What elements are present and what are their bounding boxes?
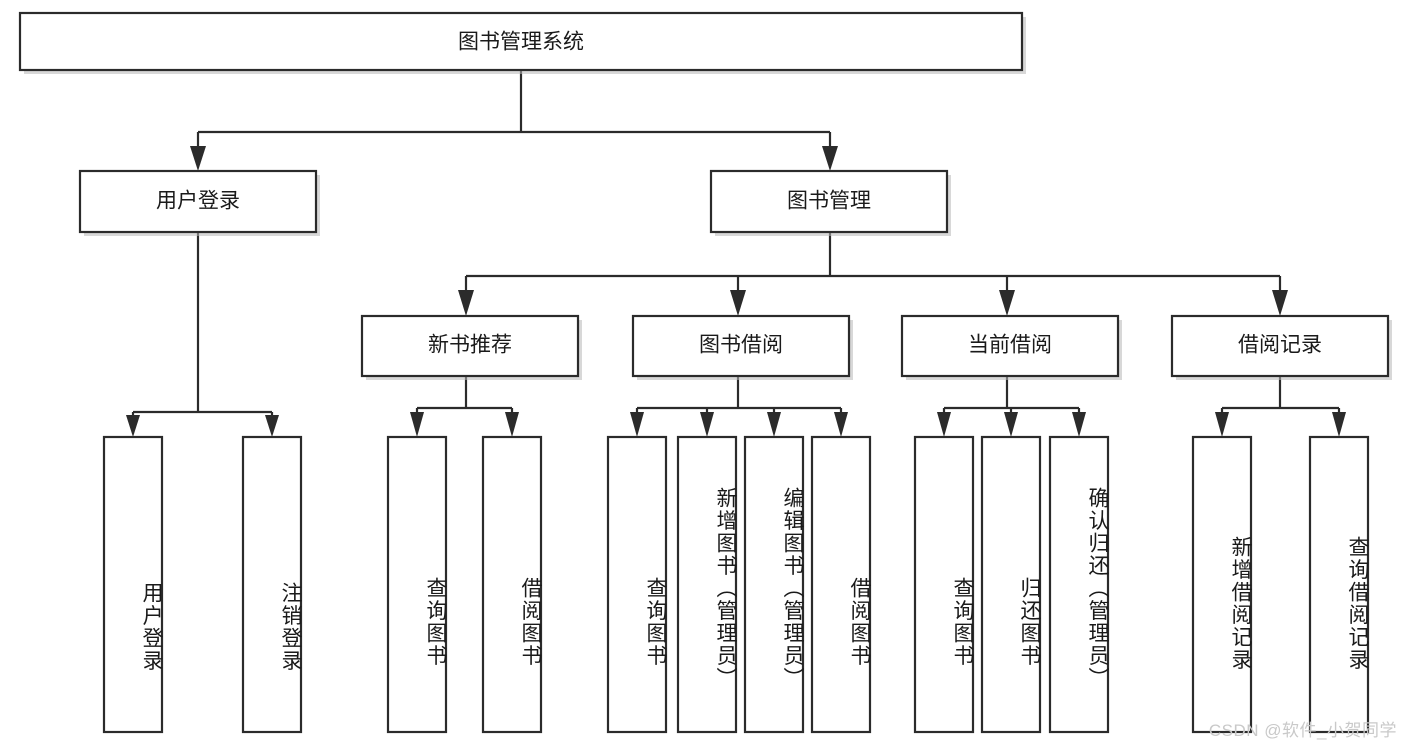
node-current-borrow-box[interactable] (900, 314, 1120, 378)
node-new-book-rec-label: 新书推荐 (428, 334, 512, 357)
node-root-label: 图书管理系统 (458, 31, 584, 54)
leaf-query-record-box[interactable] (1308, 435, 1370, 734)
csdn-watermark: CSDN @软件_小贺同学 (1208, 721, 1397, 740)
node-book-manage[interactable]: 图书管理 (709, 169, 951, 236)
node-book-borrow-box[interactable] (631, 314, 851, 378)
leaf-query-book-3-box[interactable] (913, 435, 975, 734)
arrow-head-leaf-query-record (1332, 412, 1346, 437)
node-book-manage-box[interactable] (709, 169, 949, 234)
arrow-head-user-login (190, 146, 206, 171)
arrow-head-leaf-query-book-1 (410, 412, 424, 437)
node-new-book-rec-box[interactable] (360, 314, 580, 378)
node-root-box[interactable] (18, 11, 1024, 72)
leaf-boxes (102, 435, 1370, 734)
connector-group-new-book-rec (410, 376, 519, 437)
node-book-manage-label: 图书管理 (787, 190, 871, 213)
arrow-head-leaf-logout (265, 415, 279, 437)
arrow-head-leaf-return-book (1004, 412, 1018, 437)
connector-group-current-borrow (937, 376, 1086, 437)
node-current-borrow-label: 当前借阅 (968, 334, 1052, 357)
connector-group-book-borrow (630, 376, 848, 437)
node-new-book-rec[interactable]: 新书推荐 (360, 314, 582, 380)
arrow-head-leaf-borrow-book-2 (834, 412, 848, 437)
node-borrow-record-box[interactable] (1170, 314, 1390, 378)
node-book-borrow[interactable]: 图书借阅 (631, 314, 853, 380)
arrow-head-leaf-query-book-2 (630, 412, 644, 437)
node-current-borrow[interactable]: 当前借阅 (900, 314, 1122, 380)
arrow-head-leaf-confirm-return (1072, 412, 1086, 437)
leaf-query-book-2-box[interactable] (606, 435, 668, 734)
leaf-return-book-box[interactable] (980, 435, 1042, 734)
leaf-add-book-box[interactable] (676, 435, 738, 734)
connector-group-book-manage (458, 232, 1288, 316)
arrow-head-leaf-query-book-3 (937, 412, 951, 437)
arrow-head-current-borrow (999, 290, 1015, 316)
node-user-login-box[interactable] (78, 169, 318, 234)
leaf-add-record-box[interactable] (1191, 435, 1253, 734)
node-borrow-record[interactable]: 借阅记录 (1170, 314, 1392, 380)
leaf-logout-box[interactable] (241, 435, 303, 734)
arrow-head-leaf-add-book (700, 412, 714, 437)
leaf-query-book-1-box[interactable] (386, 435, 448, 734)
leaf-borrow-book-1-box[interactable] (481, 435, 543, 734)
arrow-head-leaf-edit-book (767, 412, 781, 437)
connector-group-root (190, 70, 838, 171)
node-user-login-label: 用户登录 (156, 190, 240, 213)
leaf-confirm-return-box[interactable] (1048, 435, 1110, 734)
leaf-edit-book-box[interactable] (743, 435, 805, 734)
connector-group-user-login (126, 232, 279, 437)
connector-group-borrow-record (1215, 376, 1346, 437)
arrow-head-new-book-rec (458, 290, 474, 316)
arrow-head-leaf-borrow-book-1 (505, 412, 519, 437)
node-user-login[interactable]: 用户登录 (78, 169, 320, 236)
node-book-borrow-label: 图书借阅 (699, 334, 783, 357)
arrow-head-book-manage (822, 146, 838, 171)
node-root[interactable]: 图书管理系统 (18, 11, 1026, 74)
leaf-user-login-box[interactable] (102, 435, 164, 734)
arrow-head-borrow-record (1272, 290, 1288, 316)
leaf-borrow-book-2-box[interactable] (810, 435, 872, 734)
node-borrow-record-label: 借阅记录 (1238, 334, 1322, 357)
arrow-head-leaf-add-record (1215, 412, 1229, 437)
arrow-head-book-borrow (730, 290, 746, 316)
arrow-head-leaf-user-login (126, 415, 140, 437)
